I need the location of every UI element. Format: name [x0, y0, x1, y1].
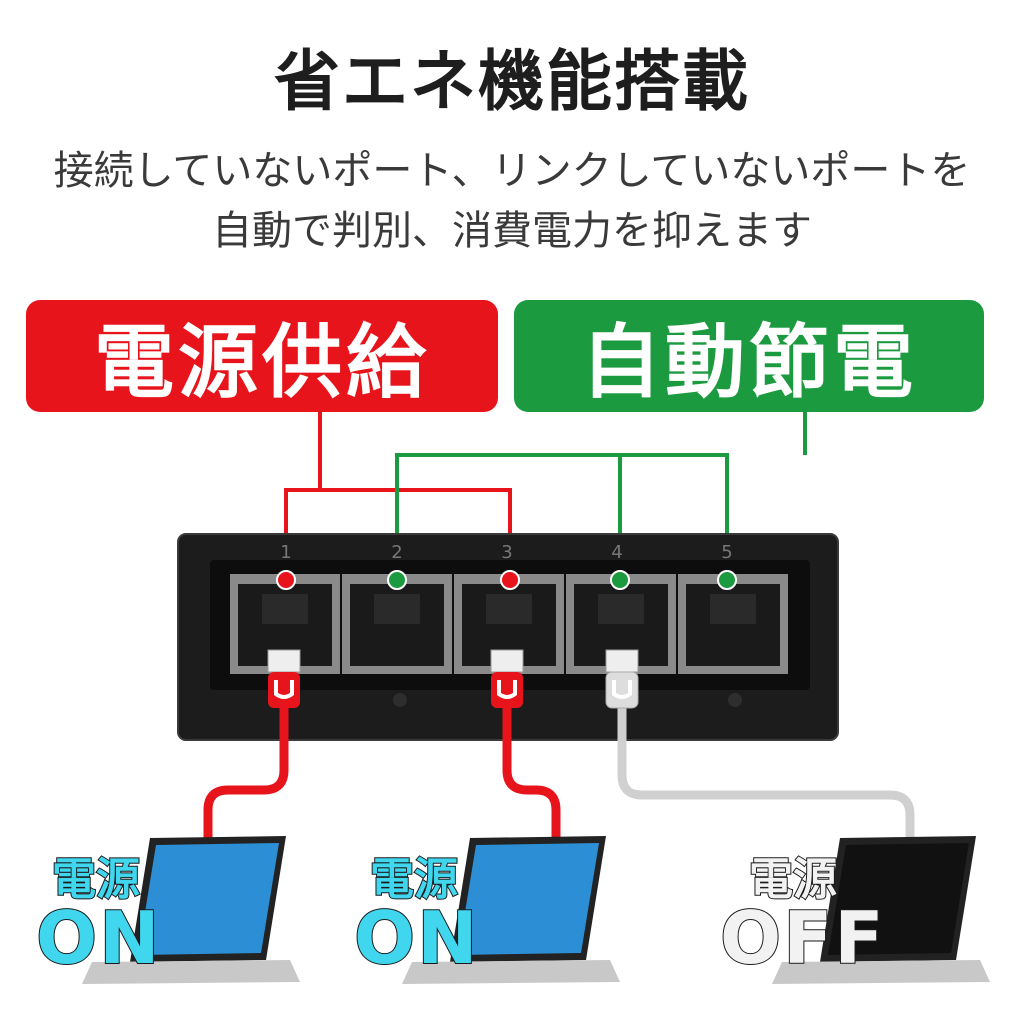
auto-power-saving-text: 自動節電 — [581, 316, 917, 409]
power-supply-text: 電源供給 — [94, 316, 430, 409]
device-2-badge: 電源 ON — [353, 854, 480, 980]
port-5 — [678, 574, 788, 674]
plug-3 — [605, 649, 639, 709]
port-number-4: 4 — [611, 542, 622, 563]
device-3-state: OFF — [719, 896, 886, 980]
device-2-power-label: 電源 — [369, 854, 459, 905]
port-2-dot — [387, 570, 407, 590]
device-1-power-label: 電源 — [51, 854, 141, 905]
auto-power-saving-label: 自動節電 — [514, 300, 984, 412]
laptop-2 — [402, 836, 620, 984]
port-4-dot — [610, 570, 630, 590]
port-number-5: 5 — [721, 542, 732, 563]
plug-2 — [490, 649, 524, 708]
subtitle-line-2: 自動で判別、消費電力を抑えます — [212, 208, 812, 254]
laptop-1 — [82, 836, 300, 984]
port-number-1: 1 — [280, 542, 291, 563]
device-1-badge: 電源 ON — [35, 854, 162, 980]
page-title: 省エネ機能搭載 — [274, 43, 750, 120]
cable-2 — [502, 700, 561, 847]
plug-1 — [267, 649, 301, 708]
laptop-3 — [772, 836, 990, 984]
cable-3 — [617, 700, 915, 850]
port-2 — [342, 574, 452, 674]
port-1-dot — [276, 570, 296, 590]
device-2-state: ON — [353, 896, 480, 980]
port-number-3: 3 — [501, 542, 512, 563]
cable-1 — [203, 700, 289, 847]
subtitle-line-1: 接続していないポート、リンクしていないポートを — [53, 148, 971, 194]
port-5-dot — [717, 570, 737, 590]
power-supply-label: 電源供給 — [26, 300, 498, 412]
device-3-badge: 電源 OFF — [719, 854, 886, 980]
ethernet-ports — [230, 574, 788, 674]
port-3-dot — [500, 570, 520, 590]
device-3-power-label: 電源 — [748, 854, 838, 905]
device-1-state: ON — [35, 896, 162, 980]
port-number-2: 2 — [391, 542, 402, 563]
